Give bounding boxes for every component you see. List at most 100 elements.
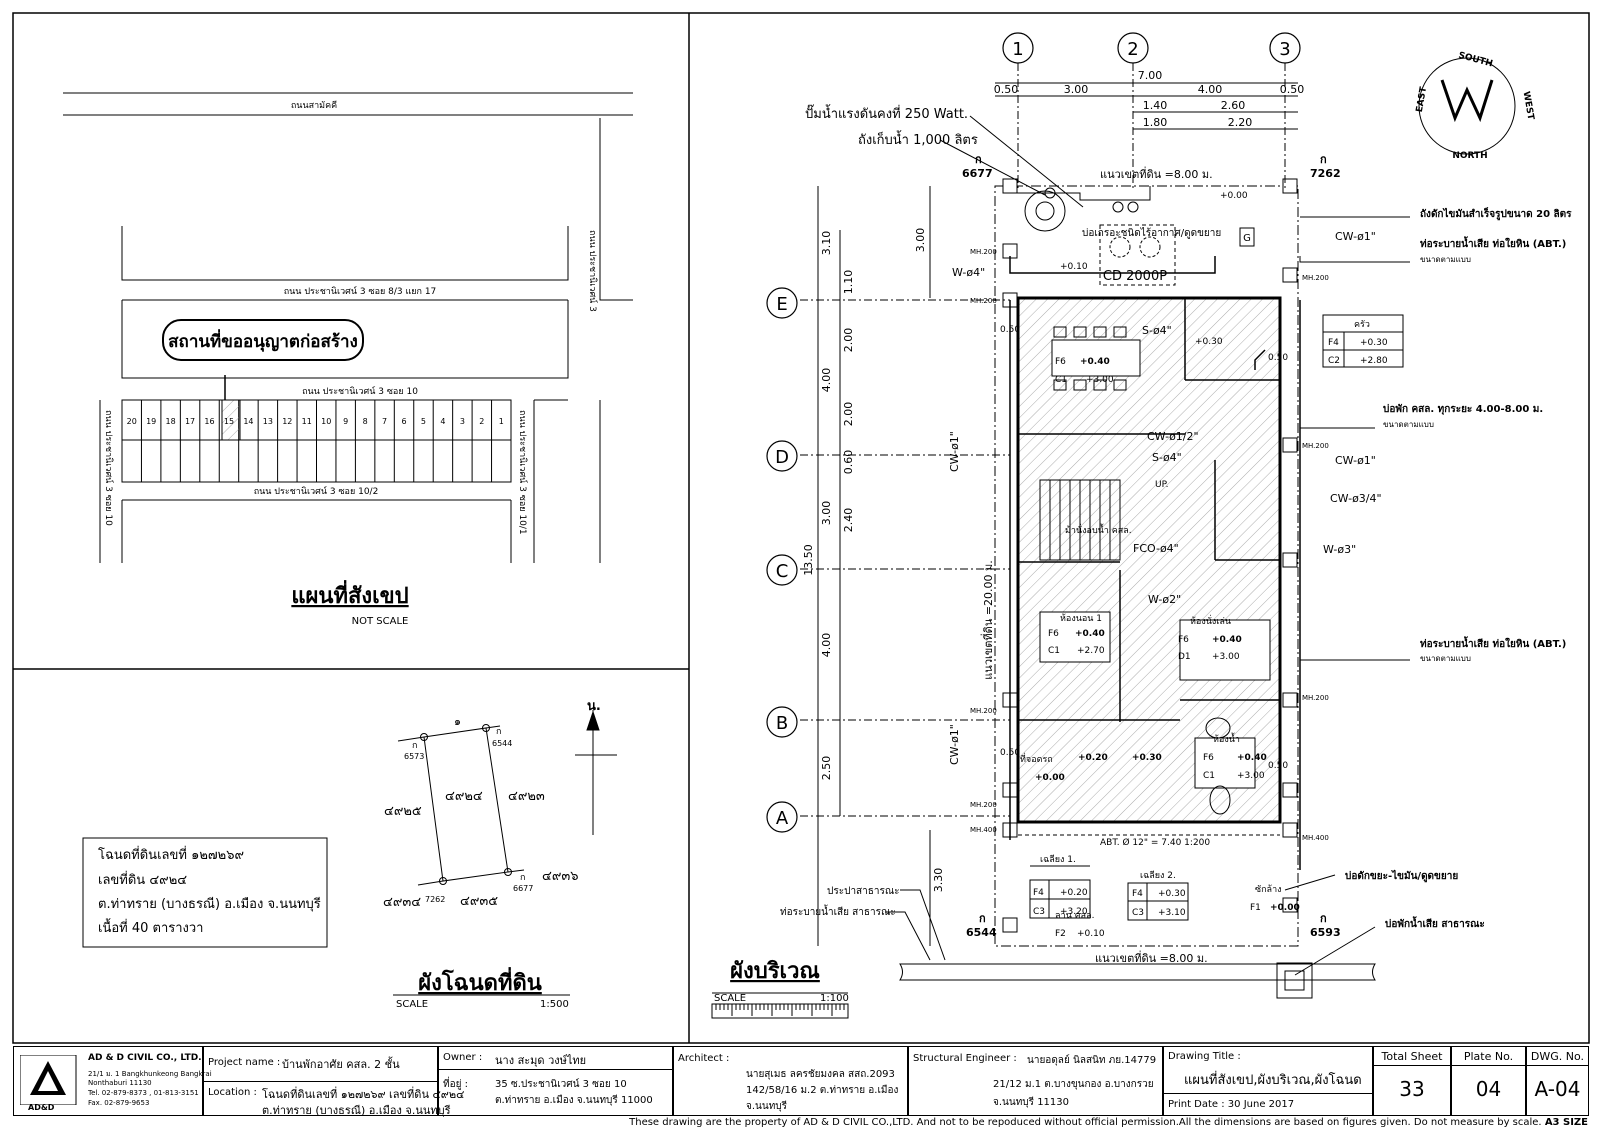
svg-text:+0.20: +0.20 — [1060, 888, 1088, 898]
svg-text:+0.20: +0.20 — [1078, 753, 1108, 763]
manhole — [1282, 267, 1298, 283]
deed-right-lot: ๔๙๒๓ — [508, 789, 545, 804]
deed-pin-br-k: ก — [520, 873, 525, 883]
svg-text:ท่อระบายน้ำเสีย สาธารณะ: ท่อระบายน้ำเสีย สาธารณะ — [780, 904, 896, 918]
north-label: น. — [587, 699, 601, 714]
deed-info-2: เลขที่ดิน ๔๙๒๔ — [98, 871, 187, 888]
engineer-addr-1: 21/12 ม.1 ต.บางขุนกอง อ.บางกรวย — [993, 1079, 1154, 1090]
svg-text:บ่อดักขยะ-ไขมัน/ดูดขยาย: บ่อดักขยะ-ไขมัน/ดูดขยาย — [1345, 869, 1458, 883]
site-plan — [711, 57, 1516, 1019]
svg-text:MH.400: MH.400 — [970, 826, 997, 834]
site-plan-title: ผังบริเวณ — [730, 959, 820, 984]
location-value-2: ต.ท่าทราย (บางธรณี) อ.เมือง จ.นนทบุรี — [262, 1104, 451, 1117]
svg-text:+3.10: +3.10 — [1158, 908, 1186, 918]
title-block-engineer: Structural Engineer : นายอดุลย์ นิลสนิท … — [908, 1046, 1163, 1116]
svg-text:บ่อพักน้ำเสีย สาธารณะ: บ่อพักน้ำเสีย สาธารณะ — [1385, 916, 1485, 930]
svg-text:+0.40: +0.40 — [1212, 635, 1242, 645]
lot-number: 5 — [421, 417, 426, 426]
deed-pin-tr-k: ก — [496, 727, 501, 737]
svg-text:2.00: 2.00 — [842, 328, 855, 353]
svg-text:EAST: EAST — [1415, 85, 1429, 113]
manhole — [1282, 178, 1298, 194]
grid-C: C — [776, 561, 789, 582]
svg-text:F6: F6 — [1048, 629, 1059, 639]
svg-text:ห้องนอน 1: ห้องนอน 1 — [1060, 613, 1102, 624]
svg-text:MH.200: MH.200 — [1302, 694, 1329, 702]
svg-text:2.40: 2.40 — [842, 508, 855, 533]
deed-info-3: ต.ท่าทราย (บางธรณี) อ.เมือง จ.นนทบุรี — [98, 896, 321, 912]
tank-label: ถังเก็บน้ำ 1,000 ลิตร — [858, 130, 978, 148]
lot-dividers — [140, 400, 493, 482]
svg-text:C3: C3 — [1132, 908, 1144, 918]
right-notes: ถังดักไขมันสำเร็จรูปขนาด 20 ลิตร ท่อระบา… — [1345, 206, 1572, 930]
svg-text:W-ø2": W-ø2" — [1148, 593, 1181, 606]
svg-text:+0.40: +0.40 — [1237, 753, 1267, 763]
site-scale-label: SCALE — [714, 993, 746, 1004]
grid-A: A — [776, 808, 789, 829]
svg-text:+0.00: +0.00 — [1220, 191, 1248, 201]
dwg-label: DWG. No. — [1530, 1050, 1585, 1063]
svg-text:ขนาดตามแบบ: ขนาดตามแบบ — [1383, 420, 1434, 429]
svg-text:ABT. Ø 12" = 7.40 1:200: ABT. Ø 12" = 7.40 1:200 — [1100, 837, 1210, 848]
svg-text:+0.30: +0.30 — [1158, 889, 1186, 899]
grid-1: 1 — [1012, 39, 1023, 60]
svg-text:+0.10: +0.10 — [1060, 262, 1088, 272]
svg-text:+0.30: +0.30 — [1360, 338, 1388, 348]
svg-text:+3.20: +3.20 — [1060, 907, 1088, 917]
footer-note: These drawing are the property of AD & D… — [0, 1117, 1600, 1131]
svg-text:ท่อระบายน้ำเสีย ท่อใยหิน (ABT.: ท่อระบายน้ำเสีย ท่อใยหิน (ABT.) — [1420, 236, 1566, 250]
svg-text:3.30: 3.30 — [932, 868, 945, 893]
scale-ticks — [711, 1004, 849, 1016]
svg-text:MH.200: MH.200 — [970, 297, 997, 305]
title-block-plate: Plate No. 04 — [1451, 1046, 1526, 1116]
location-value: โฉนดที่ดินเลขที่ ๑๒๗๒๖๙ เลขที่ดิน ๔๙๒๔ — [262, 1088, 465, 1101]
svg-text:+0.10: +0.10 — [1077, 929, 1105, 939]
deed-bottom-right-lot: ๔๙๓๖ — [542, 869, 579, 884]
svg-text:S-ø4": S-ø4" — [1142, 324, 1172, 337]
svg-text:ท่อระบายน้ำเสีย ท่อใยหิน (ABT.: ท่อระบายน้ำเสีย ท่อใยหิน (ABT.) — [1420, 636, 1566, 650]
plate-number: 04 — [1475, 1077, 1502, 1101]
svg-text:F6: F6 — [1055, 357, 1066, 367]
svg-text:2.20: 2.20 — [1228, 116, 1253, 129]
footer-size: A3 SIZE — [1544, 1117, 1588, 1128]
manhole — [1002, 917, 1018, 933]
svg-text:CW-ø3/4": CW-ø3/4" — [1330, 492, 1382, 505]
location-label: Location : — [208, 1087, 257, 1098]
svg-text:+3.00: +3.00 — [1212, 652, 1240, 662]
deed-pin-tl: 6573 — [404, 752, 424, 761]
svg-text:MH.200: MH.200 — [970, 248, 997, 256]
svg-text:ขนาดตามแบบ: ขนาดตามแบบ — [1420, 654, 1471, 663]
boundary-bottom: แนวเขตที่ดิน =8.00 ม. — [1095, 950, 1208, 965]
svg-text:F1: F1 — [1250, 903, 1261, 913]
svg-text:บ่อพัก คสล. ทุกระยะ 4.00-8.00: บ่อพัก คสล. ทุกระยะ 4.00-8.00 ม. — [1383, 403, 1543, 415]
svg-text:MH.200: MH.200 — [1302, 442, 1329, 450]
manhole — [1282, 822, 1298, 838]
svg-text:C2: C2 — [1328, 356, 1340, 366]
deed-pin-tr: 6544 — [492, 739, 512, 748]
deed-scale-label: SCALE — [396, 999, 428, 1010]
svg-text:3.00: 3.00 — [820, 501, 833, 526]
road-top: ถนนสามัคคี — [291, 100, 337, 111]
lot-number: 1 — [499, 417, 504, 426]
road-right-vertical-lower: ถนน ประชานิเวศน์ 3 ซอย 10/1 — [517, 410, 529, 535]
title-block-owner: Owner : นาง สะมุด วงษ์ไทย ที่อยู่ : 35 ซ… — [438, 1046, 673, 1116]
engineer-addr-2: จ.นนทบุรี 11130 — [993, 1097, 1070, 1108]
svg-text:ห้องนั่งเล่น: ห้องนั่งเล่น — [1190, 614, 1231, 627]
manhole — [1282, 437, 1298, 453]
lot-number: 14 — [243, 417, 253, 426]
road-right-vertical: ถนน ประชานิเวศน์ 3 — [587, 230, 599, 312]
deed-bottom-left-lot: ๔๙๓๔ — [383, 895, 421, 910]
left-dimensions: 3.10 1.10 4.00 3.00 13.50 4.00 2.50 3.30… — [802, 228, 945, 893]
drawing-title-label: Drawing Title : — [1168, 1051, 1241, 1062]
lot-number: 18 — [166, 417, 176, 426]
architect-addr-2: จ.นนทบุรี — [746, 1101, 788, 1112]
svg-text:1.10: 1.10 — [842, 270, 855, 295]
manhole — [1282, 552, 1298, 568]
svg-text:C1: C1 — [1048, 646, 1060, 656]
manholes — [1002, 178, 1298, 933]
lot-number: 19 — [146, 417, 156, 426]
svg-text:CW-ø1": CW-ø1" — [948, 431, 961, 472]
grid-B: B — [776, 713, 788, 734]
manhole — [1282, 692, 1298, 708]
plate-label: Plate No. — [1463, 1050, 1514, 1063]
